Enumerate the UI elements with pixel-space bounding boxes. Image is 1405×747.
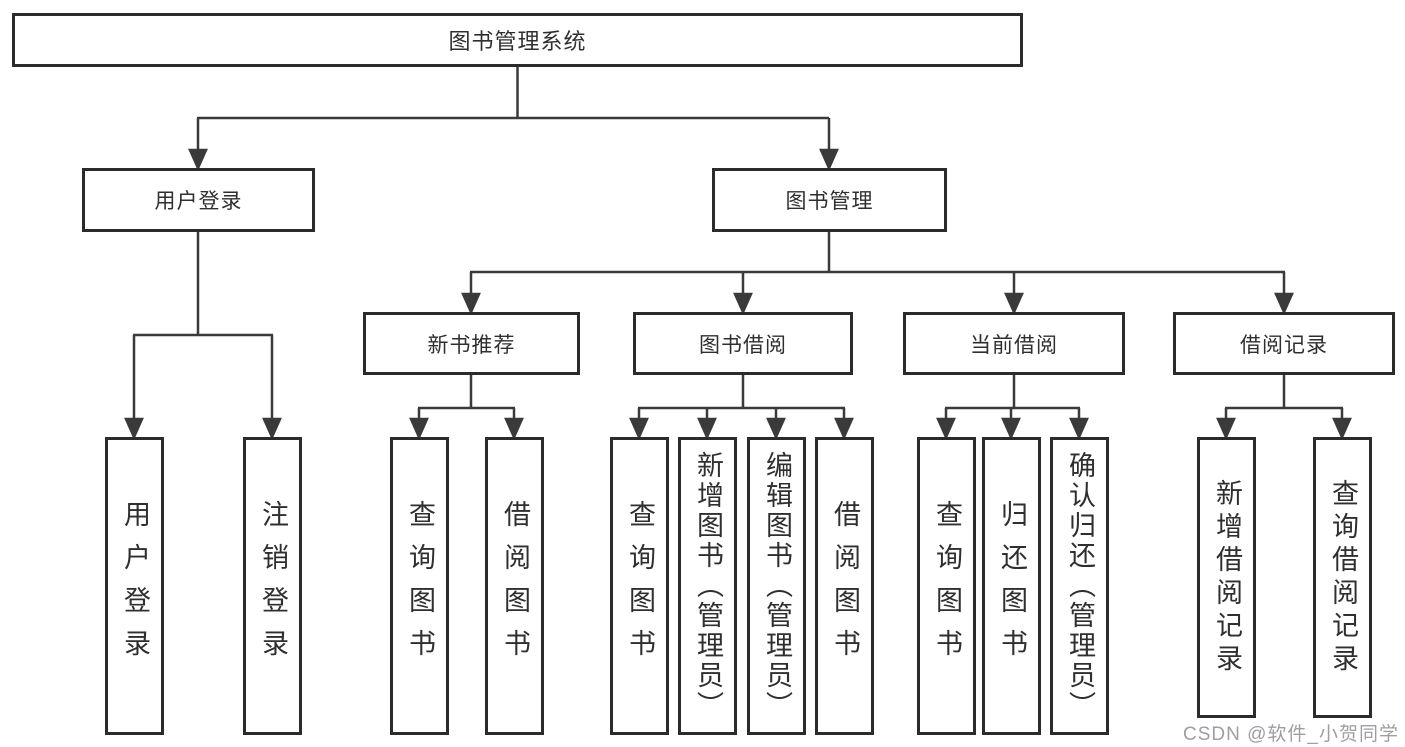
leaf-label: 查询图书	[405, 500, 435, 672]
leaf-label: 借阅图书	[500, 500, 530, 672]
connector-root	[188, 67, 839, 172]
node-user-login: 用户登录	[82, 168, 315, 232]
connector-user-login	[124, 232, 282, 441]
leaf-logout: 注销登录	[243, 437, 302, 735]
leaf-label: 确认归还（管理员）	[1065, 451, 1095, 721]
connector-borrow-records	[1216, 375, 1352, 441]
leaf-label: 用户登录	[120, 500, 150, 672]
leaf-query-book-1: 查询图书	[390, 437, 449, 735]
node-borrow-records: 借阅记录	[1173, 312, 1395, 375]
leaf-edit-book-admin: 编辑图书（管理员）	[747, 437, 806, 735]
leaf-label: 新增借阅记录	[1212, 478, 1242, 677]
connector-book-mgmt	[461, 232, 1294, 316]
leaf-confirm-return-admin: 确认归还（管理员）	[1050, 437, 1109, 735]
node-book-management: 图书管理	[712, 168, 947, 232]
node-current-borrow: 当前借阅	[903, 312, 1125, 375]
leaf-label: 归还图书	[997, 500, 1027, 672]
leaf-label: 编辑图书（管理员）	[762, 451, 792, 721]
connector-book-borrow	[629, 375, 854, 441]
leaf-label: 借阅图书	[830, 500, 860, 672]
leaf-borrow-book-2: 借阅图书	[815, 437, 874, 735]
leaf-query-book-3: 查询图书	[917, 437, 976, 735]
leaf-label: 查询借阅记录	[1328, 478, 1358, 677]
leaf-borrow-book-1: 借阅图书	[485, 437, 544, 735]
csdn-watermark: CSDN @软件_小贺同学	[1183, 724, 1399, 745]
leaf-add-borrow-record: 新增借阅记录	[1197, 437, 1256, 718]
connector-current-borrow	[936, 375, 1089, 441]
leaf-label: 新增图书（管理员）	[693, 451, 723, 721]
leaf-user-login: 用户登录	[105, 437, 164, 735]
leaf-label: 注销登录	[258, 500, 288, 672]
node-root-system: 图书管理系统	[12, 13, 1023, 67]
leaf-query-book-2: 查询图书	[610, 437, 669, 735]
leaf-label: 查询图书	[625, 500, 655, 672]
leaf-return-book: 归还图书	[982, 437, 1041, 735]
node-book-borrow: 图书借阅	[633, 312, 853, 375]
leaf-query-borrow-record: 查询借阅记录	[1313, 437, 1372, 718]
leaf-label: 查询图书	[932, 500, 962, 672]
connector-new-book-rec	[409, 375, 524, 441]
node-new-book-recommend: 新书推荐	[363, 312, 580, 375]
leaf-add-book-admin: 新增图书（管理员）	[678, 437, 737, 735]
